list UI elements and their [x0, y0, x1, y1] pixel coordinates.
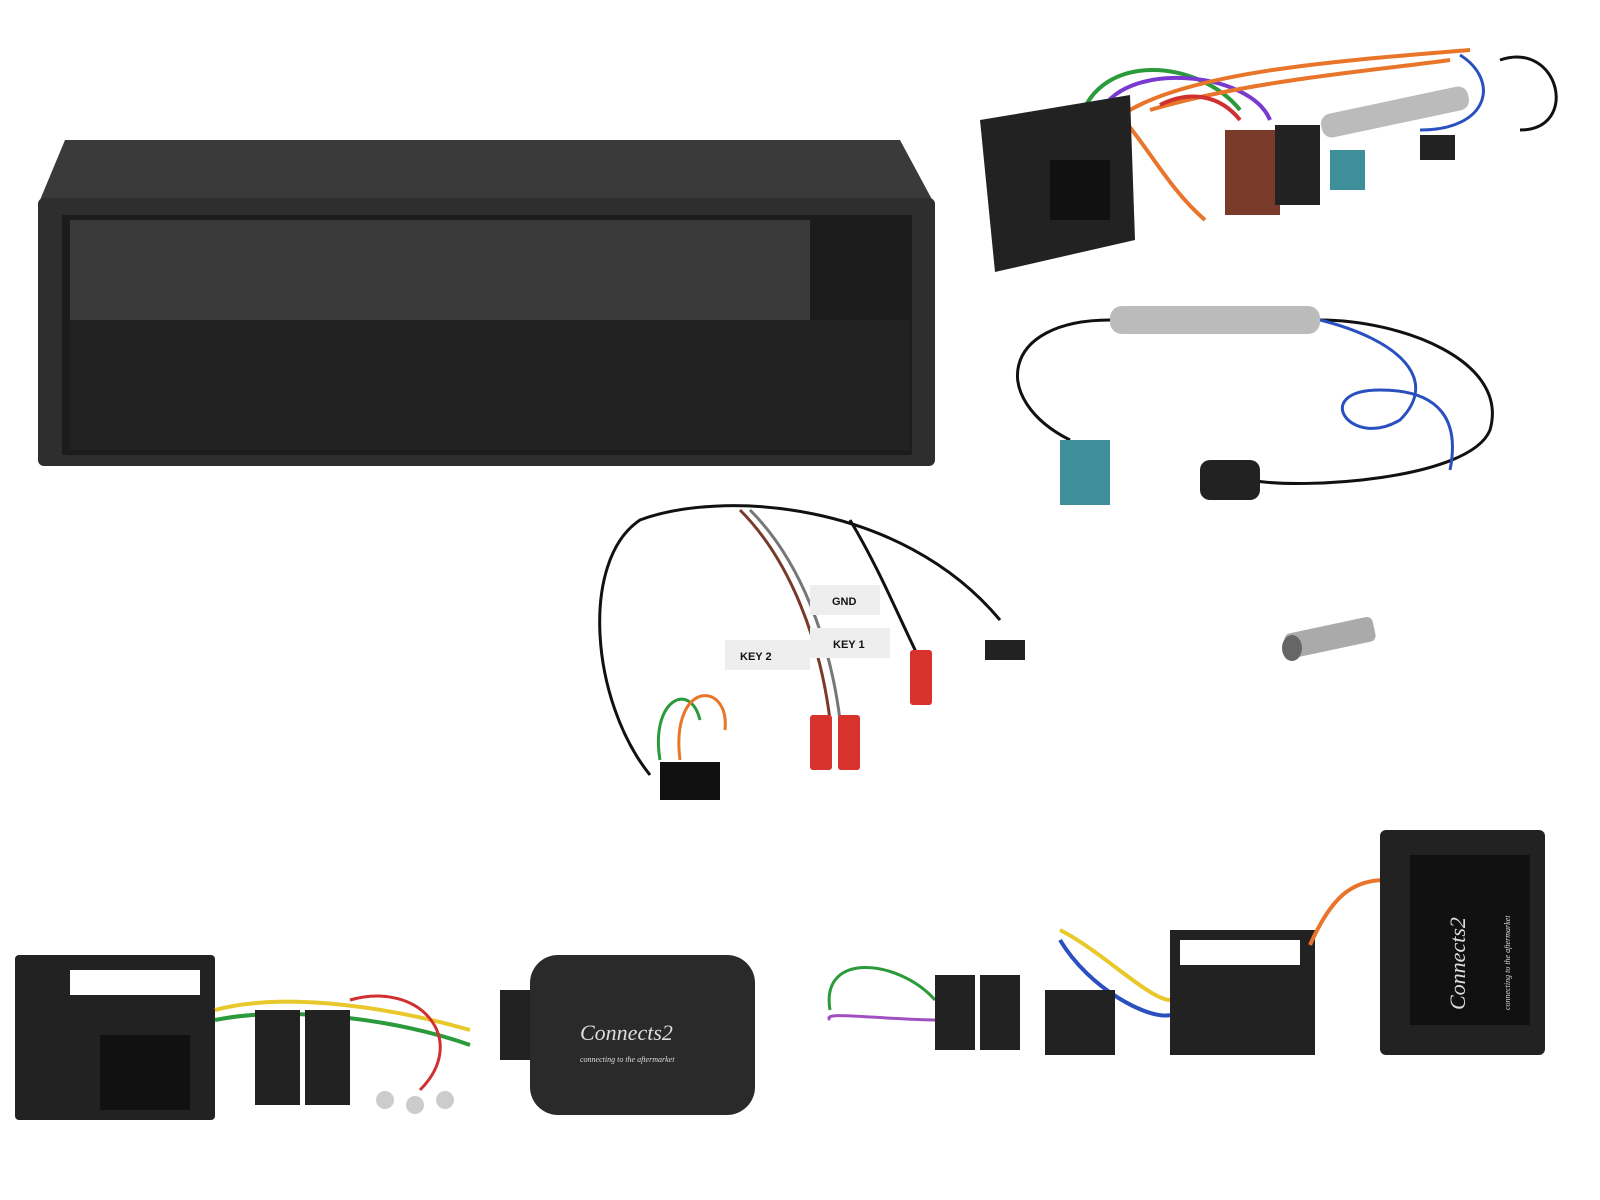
logo-brand-right: Connects2 — [1445, 917, 1470, 1010]
logo-tagline-right: connecting to the aftermarket — [1503, 915, 1512, 1010]
label-key1: KEY 1 — [833, 639, 865, 651]
wire-label-key1: KEY 1 — [810, 628, 890, 658]
steering-control-lead — [598, 504, 1025, 800]
wire-label-key2: KEY 2 — [725, 640, 810, 670]
antenna-adapter-fakra — [1016, 306, 1494, 505]
label-key2: KEY 2 — [740, 651, 772, 663]
wire-label-gnd: GND — [810, 585, 880, 615]
label-gnd: GND — [832, 596, 857, 608]
steering-interface-right: Connects2 connecting to the aftermarket — [827, 830, 1545, 1055]
logo-brand-left: Connects2 — [580, 1020, 673, 1045]
steering-interface-left: Connects2 connecting to the aftermarket — [15, 955, 755, 1120]
storage-pocket — [38, 140, 935, 466]
iso-harness-adapter — [980, 48, 1558, 272]
din-antenna-adapter — [1282, 617, 1376, 661]
logo-tagline-left: connecting to the aftermarket — [580, 1055, 675, 1064]
